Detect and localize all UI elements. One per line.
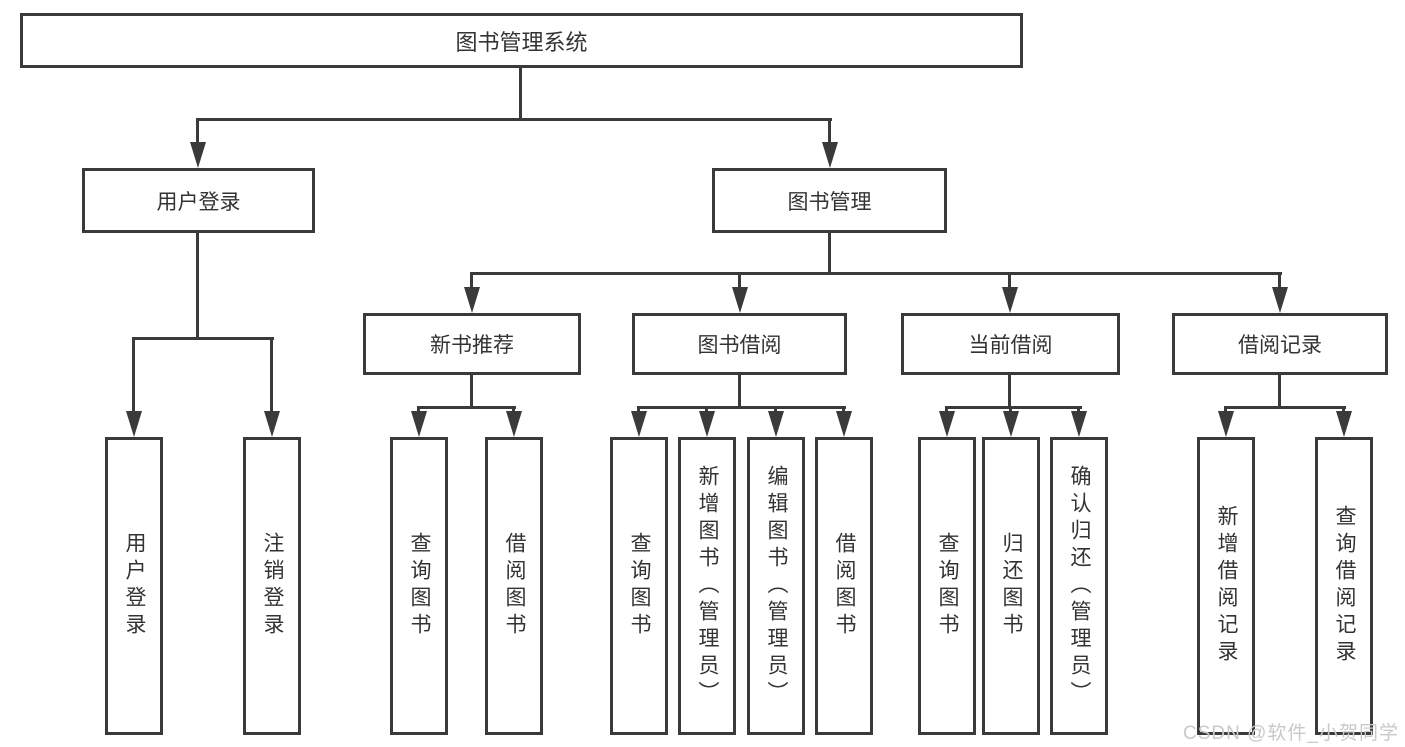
node-leaf-query-books: 查询图书 [918,437,976,735]
connector-hline [1224,406,1346,409]
node-leaf-query-borrow-record: 查询借阅记录 [1315,437,1373,735]
node-leaf-borrow-books: 借阅图书 [485,437,543,735]
connector-vline [1278,375,1281,408]
connector-vline [132,337,135,413]
node-book-management: 图书管理 [712,168,947,233]
connector-vline [470,375,473,408]
arrowhead-down-icon [1218,411,1234,437]
connector-vline [417,406,420,414]
connector-hline [945,406,1082,409]
connector-vline [1224,406,1227,414]
connector-vline [1342,406,1345,414]
csdn-watermark: CSDN @软件_小贺同学 [1183,723,1399,744]
node-leaf-return-books: 归还图书 [982,437,1040,735]
node-leaf-logout: 注销登录 [243,437,301,735]
connector-vline [1008,375,1011,408]
connector-hline [417,406,516,409]
arrowhead-down-icon [1336,411,1352,437]
node-leaf-confirm-return-admin: 确认归还（管理员） [1050,437,1108,735]
connector-vline [196,118,199,144]
arrowhead-down-icon [939,411,955,437]
connector-vline [1009,406,1012,414]
arrowhead-down-icon [699,411,715,437]
node-leaf-query-books: 查询图书 [390,437,448,735]
node-leaf-add-books-admin: 新增图书（管理员） [678,437,736,735]
arrowhead-down-icon [126,411,142,437]
arrowhead-down-icon [264,411,280,437]
node-leaf-edit-books-admin: 编辑图书（管理员） [747,437,805,735]
connector-vline [774,406,777,414]
connector-hline [132,337,274,340]
node-leaf-user-login: 用户登录 [105,437,163,735]
connector-vline [738,375,741,408]
node-leaf-add-borrow-record: 新增借阅记录 [1197,437,1255,735]
connector-vline [1077,406,1080,414]
arrowhead-down-icon [1002,287,1018,313]
node-current-borrow: 当前借阅 [901,313,1120,375]
connector-hline [637,406,846,409]
arrowhead-down-icon [631,411,647,437]
connector-vline [738,272,741,289]
arrowhead-down-icon [411,411,427,437]
connector-vline [842,406,845,414]
connector-vline [828,233,831,275]
arrowhead-down-icon [190,142,206,168]
arrowhead-down-icon [822,142,838,168]
connector-vline [512,406,515,414]
connector-hline [470,272,1282,275]
arrowhead-down-icon [1272,287,1288,313]
connector-vline [519,68,522,118]
node-new-book-recommend: 新书推荐 [363,313,581,375]
connector-vline [1008,272,1011,289]
arrowhead-down-icon [836,411,852,437]
arrowhead-down-icon [1071,411,1087,437]
connector-vline [1278,272,1281,289]
connector-vline [637,406,640,414]
arrowhead-down-icon [732,287,748,313]
arrowhead-down-icon [506,411,522,437]
arrowhead-down-icon [768,411,784,437]
node-user-login: 用户登录 [82,168,315,233]
connector-vline [270,337,273,413]
arrowhead-down-icon [464,287,480,313]
node-leaf-query-books: 查询图书 [610,437,668,735]
node-leaf-borrow-books: 借阅图书 [815,437,873,735]
node-borrow-records: 借阅记录 [1172,313,1388,375]
connector-hline [196,118,832,121]
connector-vline [470,272,473,289]
node-book-borrow: 图书借阅 [632,313,847,375]
connector-vline [705,406,708,414]
connector-vline [828,118,831,144]
node-library-management-system: 图书管理系统 [20,13,1023,68]
connector-vline [945,406,948,414]
connector-vline [196,233,199,339]
arrowhead-down-icon [1003,411,1019,437]
